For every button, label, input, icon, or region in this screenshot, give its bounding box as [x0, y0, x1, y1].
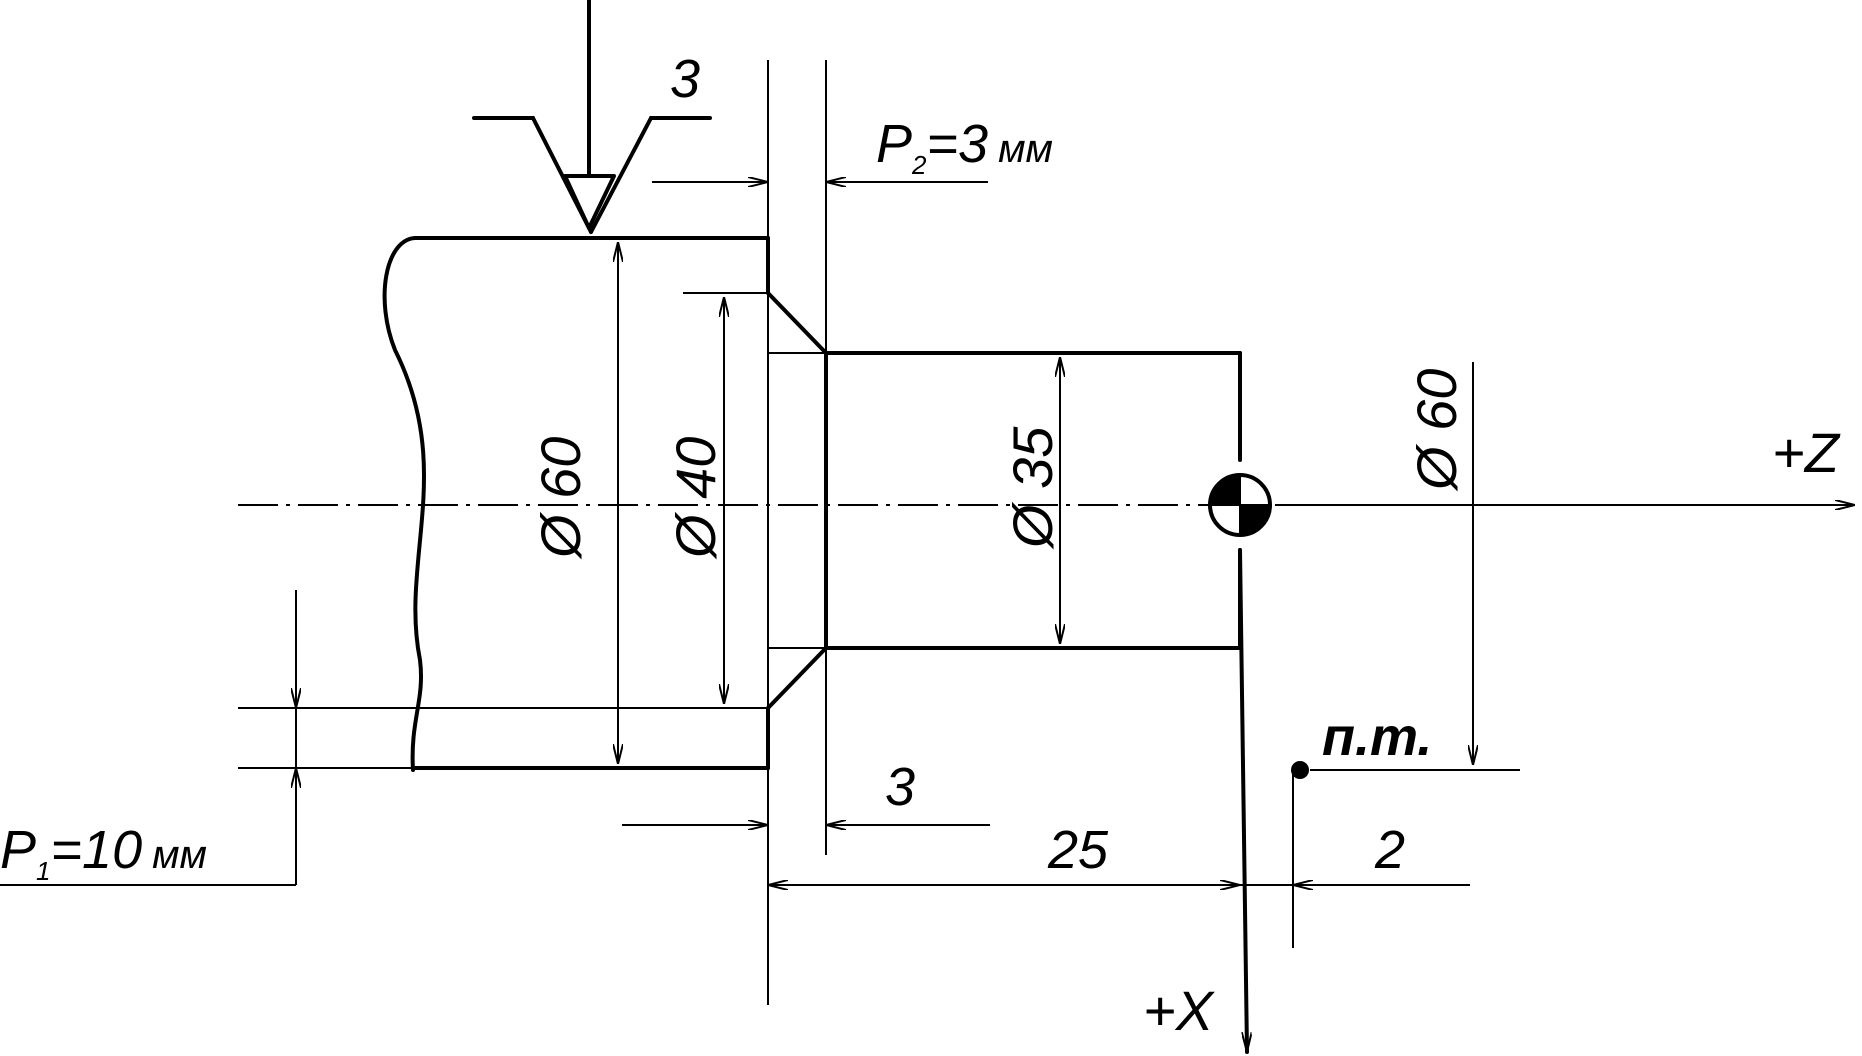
dia-60-left-label: Ø 60	[529, 437, 592, 560]
x-axis-label: +X	[1143, 979, 1216, 1042]
extension-lines	[767, 60, 1294, 1005]
dia-40-label: Ø 40	[664, 437, 727, 560]
stock-lines	[238, 292, 826, 769]
x-axis	[1238, 548, 1247, 1054]
dia-60-right-label: Ø 60	[1405, 369, 1468, 492]
offset-2-label: 2	[1374, 820, 1405, 880]
dia-35-label: Ø 35	[1001, 426, 1064, 550]
workpiece-zero-icon	[1208, 473, 1272, 537]
p1-dimension	[0, 590, 296, 886]
roughness-value: 3	[670, 49, 700, 109]
tool-point-label: п.т.	[1322, 707, 1432, 767]
length-25-label: 25	[1047, 820, 1109, 880]
roughness-symbol	[472, 0, 712, 234]
z-axis-label: +Z	[1772, 421, 1841, 484]
chamfer-3-label: 3	[885, 757, 915, 817]
tool-point-marker	[1291, 761, 1520, 779]
